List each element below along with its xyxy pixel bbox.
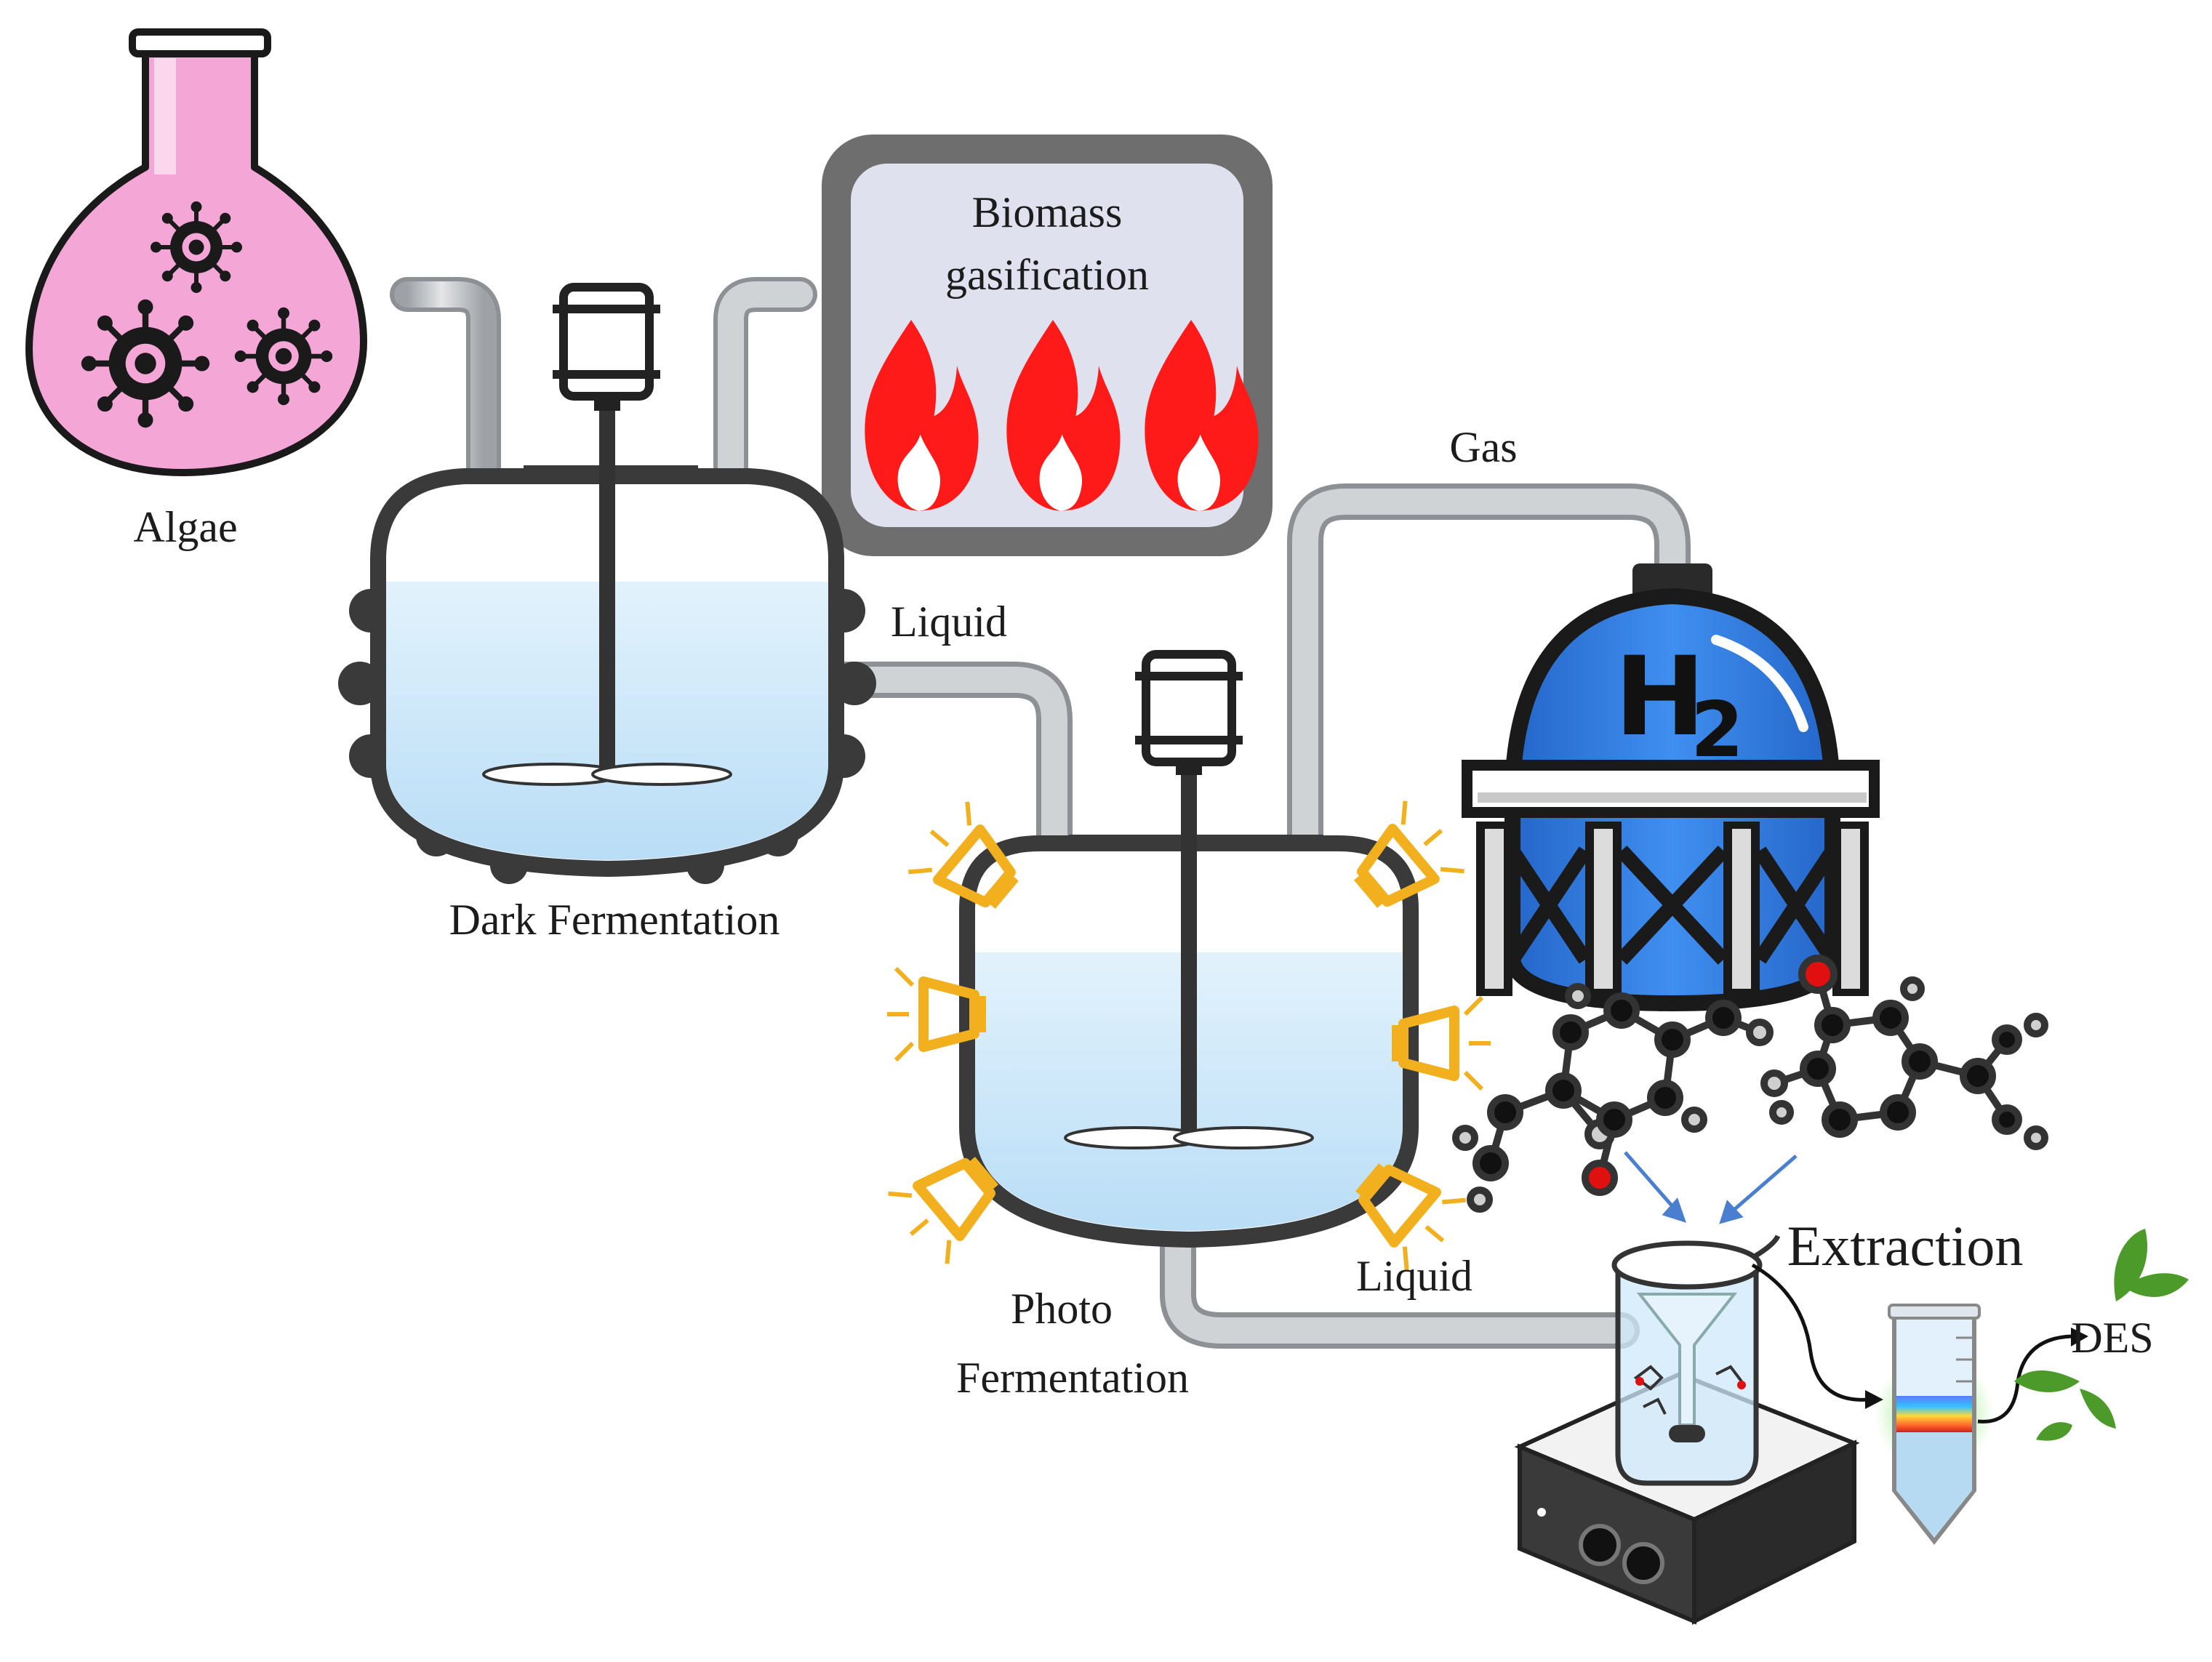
algae-label: Algae — [133, 503, 237, 551]
photo-label: Photo — [1011, 1285, 1113, 1333]
biomass-label: Biomass — [972, 188, 1123, 236]
biomass-gasification-box: Biomass gasification — [822, 135, 1273, 556]
algae-icon — [81, 300, 209, 427]
molecule-icon — [1452, 983, 1774, 1213]
beaker-icon — [1611, 1235, 1781, 1486]
dark-fermentation-label: Dark Fermentation — [449, 896, 780, 944]
reactor-icon — [959, 650, 1419, 1248]
des-label: DES — [2071, 1314, 2153, 1362]
fermentation-label: Fermentation — [956, 1354, 1189, 1402]
test-tube-icon — [1875, 1304, 1994, 1545]
arrow-head — [1865, 1390, 1883, 1409]
reactor-icon — [338, 283, 876, 884]
algae-flask: Algae — [25, 28, 367, 551]
photo-fermentation-reactor: Photo Fermentation — [881, 650, 1491, 1402]
algae-icon — [235, 308, 332, 405]
dark-fermentation-reactor: Dark Fermentation — [338, 283, 876, 944]
molecule-icon — [1760, 955, 2048, 1150]
algae-icon — [151, 201, 242, 293]
h2-symbol: H — [1614, 634, 1706, 760]
arrows-to-beaker — [1624, 1151, 1798, 1224]
liquid-label-2: Liquid — [1356, 1252, 1472, 1300]
leaf-icon — [2014, 1229, 2189, 1441]
hydrogen-tank-icon: H 2 — [1462, 563, 1880, 1012]
extraction-label: Extraction — [1787, 1214, 2024, 1277]
gas-label: Gas — [1449, 423, 1517, 471]
arrow-head — [2071, 1328, 2088, 1346]
pipes — [390, 277, 1691, 1349]
h2-subscript: 2 — [1691, 686, 1744, 774]
arrow-to-tube — [1751, 1263, 1870, 1402]
liquid-label-1: Liquid — [891, 598, 1007, 646]
gasification-label: gasification — [945, 251, 1149, 299]
